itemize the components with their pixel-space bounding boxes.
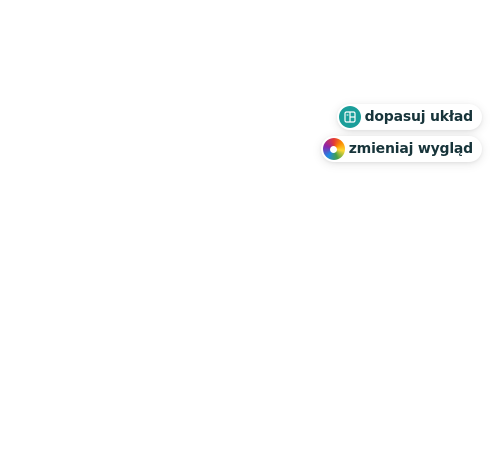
color-wheel-icon [322, 138, 345, 160]
adjust-layout-label: dopasuj układ [364, 109, 474, 125]
adjust-layout-button[interactable]: dopasuj układ [336, 104, 482, 130]
change-look-label: zmieniaj wygląd [348, 141, 473, 157]
change-look-button[interactable]: zmieniaj wygląd [320, 136, 482, 162]
layout-grid-icon [338, 106, 361, 128]
